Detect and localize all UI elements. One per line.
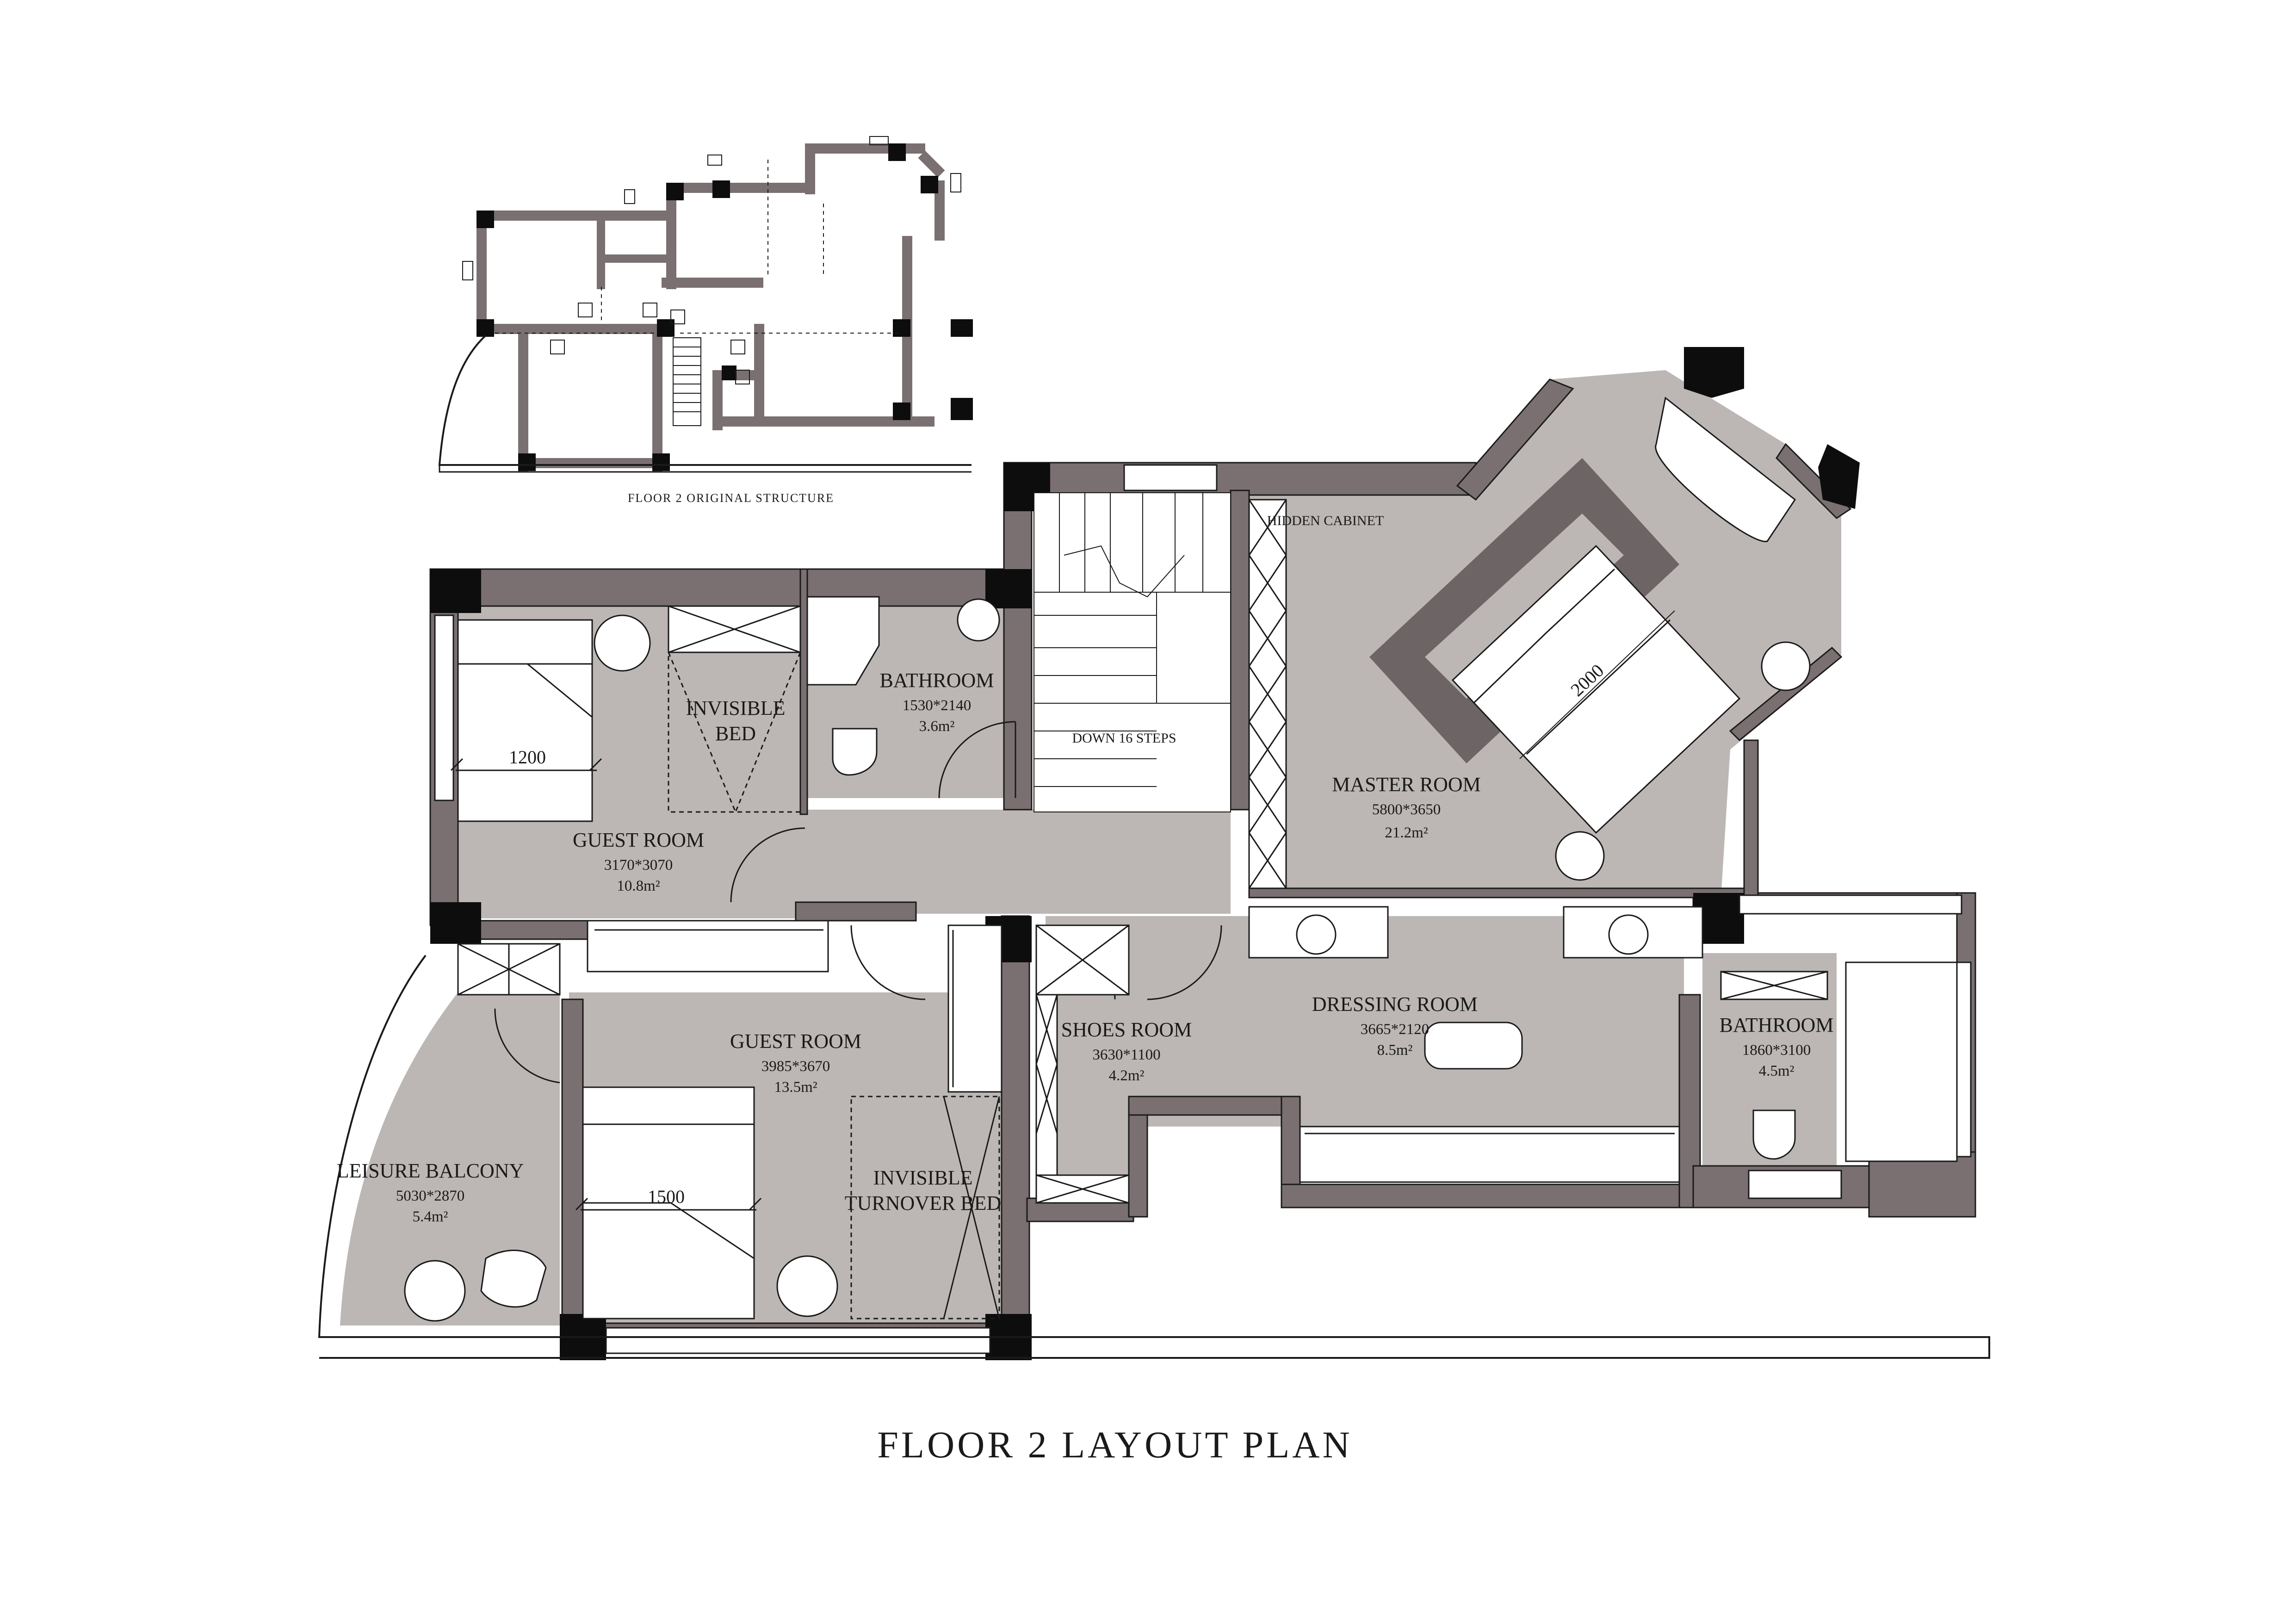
guest-bed-1	[457, 619, 593, 822]
plan-title: FLOOR 2 LAYOUT PLAN	[877, 1424, 1353, 1466]
guest-bed-1-width: 1200	[509, 747, 546, 768]
guest-room-1-dims: 3170*3070	[604, 857, 673, 873]
shoes-room-area: 4.2m²	[1109, 1067, 1145, 1084]
corridor-floor	[800, 810, 1231, 914]
bathroom-2-area: 4.5m²	[1759, 1063, 1795, 1079]
bathroom-1-area: 3.6m²	[919, 718, 955, 735]
leisure-balcony-name: LEISURE BALCONY	[337, 1159, 524, 1182]
inset-balcony-edge	[439, 465, 972, 473]
inset-columns	[477, 143, 973, 471]
guest-room-2-dims: 3985*3670	[761, 1058, 830, 1075]
shoes-room-name: SHOES ROOM	[1061, 1018, 1192, 1041]
leisure-balcony-area: 5.4m²	[413, 1208, 448, 1225]
stair-treads	[1034, 492, 1231, 812]
invisible-bed-line2: BED	[715, 722, 756, 745]
dressing-room-name: DRESSING ROOM	[1312, 993, 1478, 1016]
bathtub	[1655, 396, 1796, 542]
invisible-turnover-bed-line1: INVISIBLE	[873, 1166, 972, 1189]
master-room-dims: 5800*3650	[1372, 801, 1441, 818]
master-room-name: MASTER ROOM	[1332, 773, 1481, 796]
inset-title: FLOOR 2 ORIGINAL STRUCTURE	[628, 491, 834, 505]
bathroom-1-dims: 1530*2140	[903, 697, 972, 714]
bathroom-1-name: BATHROOM	[880, 669, 994, 692]
leisure-balcony-dims: 5030*2870	[396, 1188, 465, 1204]
guest-room-1-area: 10.8m²	[617, 878, 660, 894]
guest-room-2-name: GUEST ROOM	[730, 1030, 861, 1053]
shoes-room-dims: 3630*1100	[1092, 1047, 1160, 1063]
plan-labels: GUEST ROOM 3170*3070 10.8m² INVISIBLE BE…	[337, 513, 1834, 1225]
bathroom-2-name: BATHROOM	[1720, 1014, 1834, 1036]
inset-original-structure	[438, 136, 973, 473]
bathroom-2-dims: 1860*3100	[1742, 1042, 1811, 1059]
plan-furniture	[318, 396, 1990, 1359]
inset-window-marks	[462, 136, 961, 384]
master-inlay-inner	[1425, 514, 1624, 699]
inset-walls	[477, 143, 945, 472]
hidden-cabinet-label: HIDDEN CABINET	[1267, 513, 1384, 528]
dressing-room-dims: 3665*2120	[1361, 1021, 1430, 1038]
dressing-room-area: 8.5m²	[1377, 1042, 1413, 1059]
inset-balcony-curve	[438, 335, 972, 466]
guest-room-2-area: 13.5m²	[774, 1079, 817, 1096]
invisible-turnover-bed-line2: TURNOVER BED	[845, 1192, 1002, 1214]
master-room-area: 21.2m²	[1385, 824, 1428, 841]
inset-stair	[673, 337, 701, 426]
guest-bed-2-width: 1500	[648, 1186, 685, 1207]
invisible-bed-line1: INVISIBLE	[686, 697, 785, 719]
stairs-label: DOWN 16 STEPS	[1072, 731, 1176, 746]
guest-room-1-name: GUEST ROOM	[573, 829, 704, 851]
dressing-island	[1424, 1022, 1523, 1070]
leisure-balcony-floor	[340, 992, 560, 1326]
